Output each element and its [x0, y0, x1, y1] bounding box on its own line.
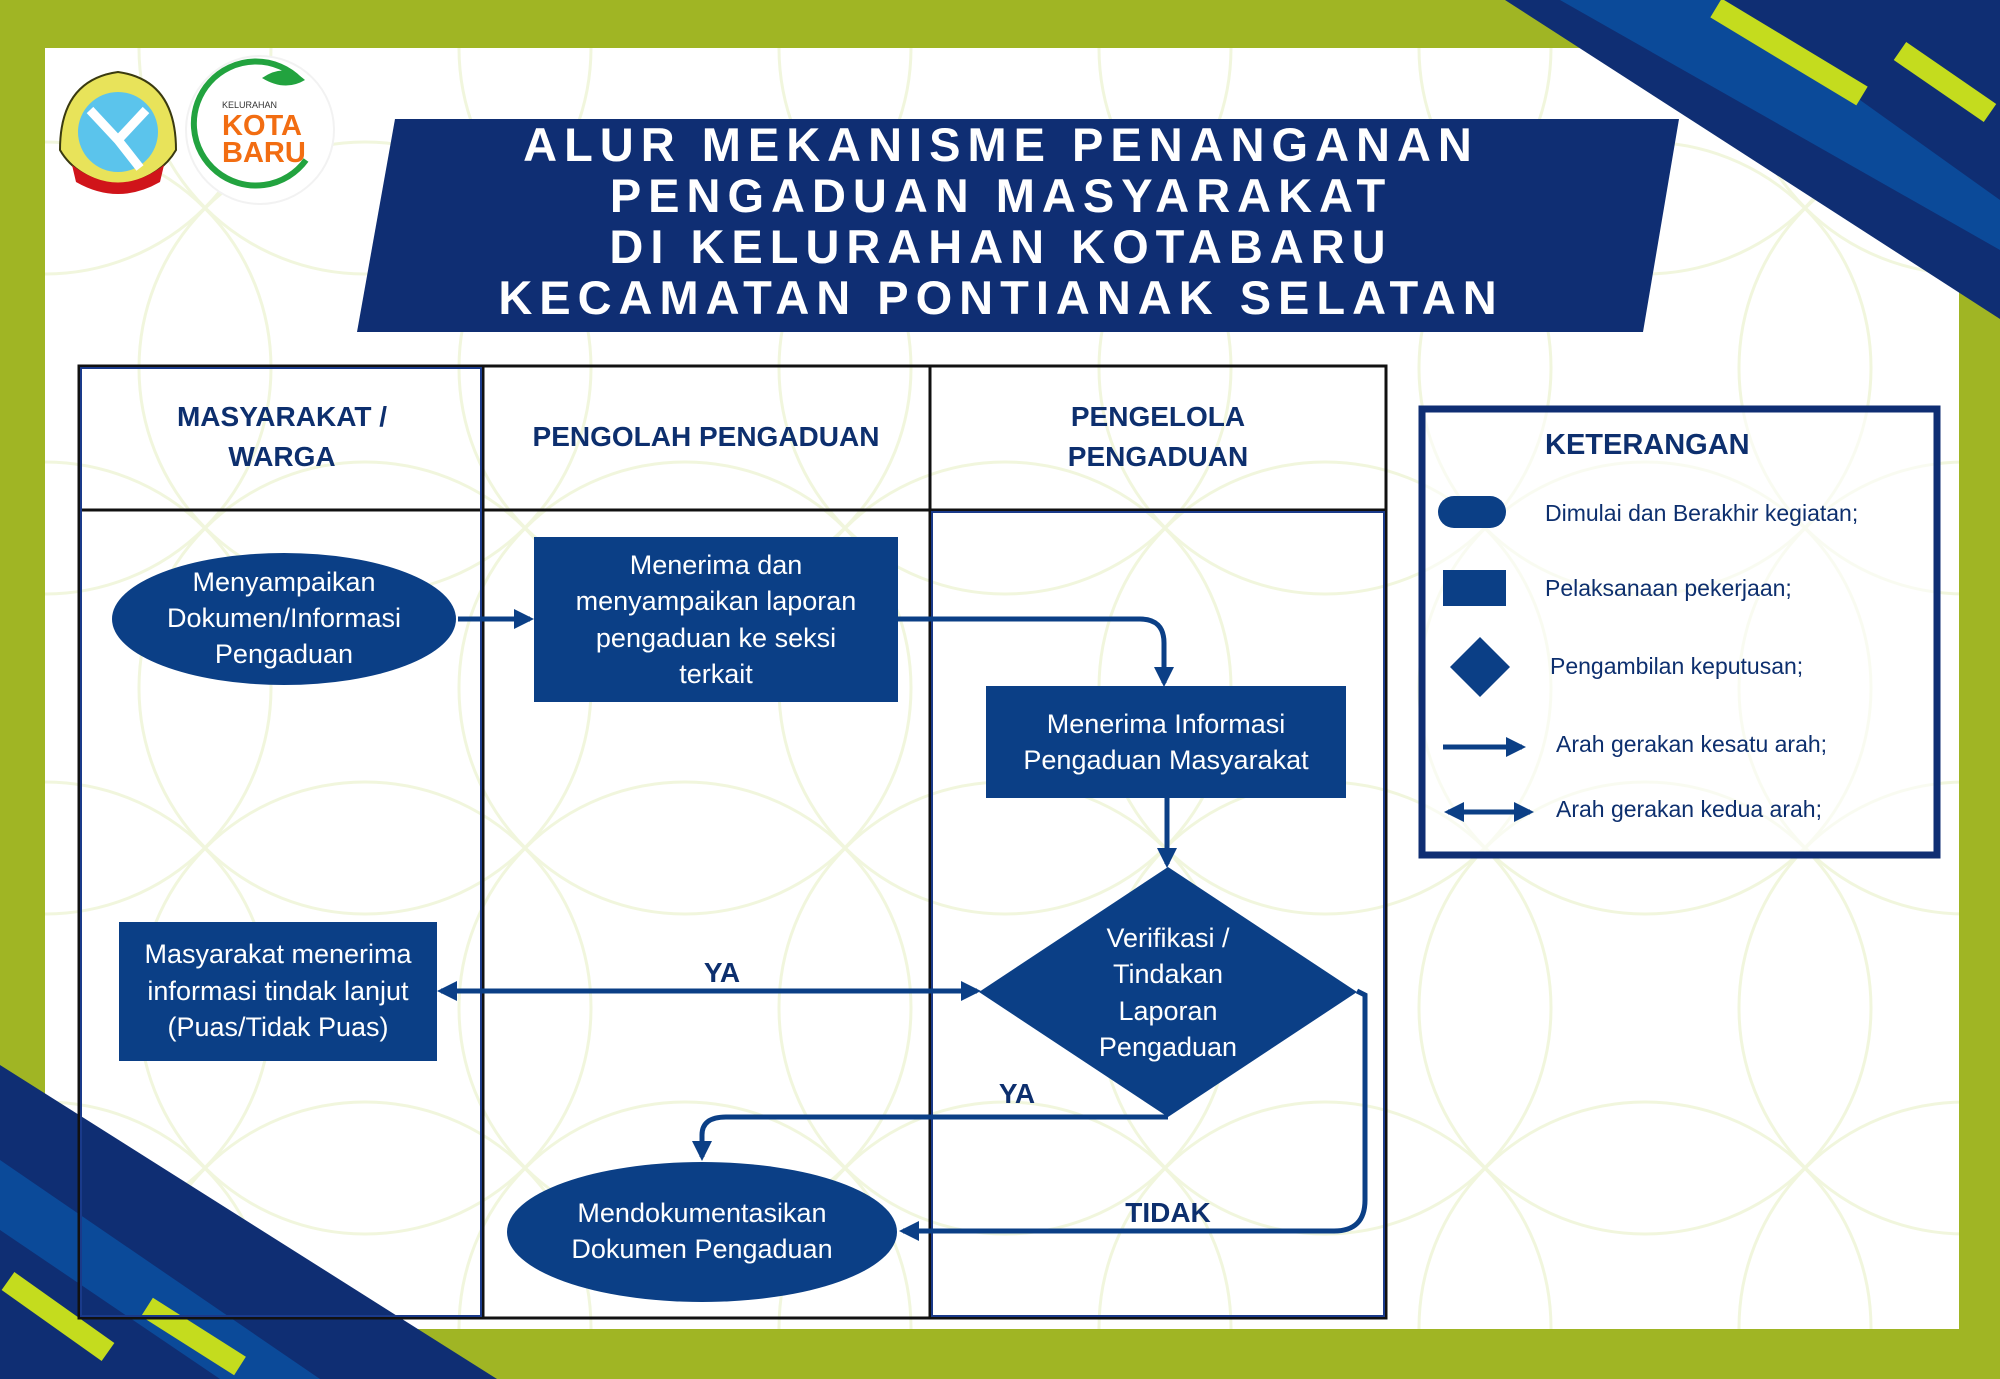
- node-text: Pengaduan: [1099, 1032, 1237, 1062]
- edge-label-ya: YA: [704, 957, 740, 988]
- node-text: pengaduan ke seksi: [596, 623, 836, 653]
- node-text: Menerima Informasi: [1047, 709, 1286, 739]
- legend-label: Arah gerakan kesatu arah;: [1556, 731, 1827, 757]
- node-text: (Puas/Tidak Puas): [167, 1012, 388, 1042]
- kelurahan-kota-baru-logo: KELURAHAN KOTA BARU: [185, 55, 335, 205]
- terminator-shape-icon: [1438, 496, 1506, 528]
- node-citizen-receive: Masyarakat menerima informasi tindak lan…: [119, 922, 437, 1061]
- node-text: Masyarakat menerima: [144, 939, 412, 969]
- process-shape-icon: [1443, 570, 1506, 606]
- title-line: PENGADUAN MASYARAKAT: [610, 169, 1392, 222]
- edge-label-tidak: TIDAK: [1125, 1197, 1211, 1228]
- swimlane-table: [77, 364, 1388, 1320]
- page-title: ALUR MEKANISME PENANGANAN PENGADUAN MASY…: [498, 118, 1503, 324]
- decision-shape-icon: [1450, 637, 1510, 697]
- node-text: Menyampaikan: [192, 567, 375, 597]
- svg-text:KELURAHAN: KELURAHAN: [222, 100, 277, 110]
- lane-header-masyarakat: MASYARAKAT /: [177, 401, 387, 432]
- node-text: terkait: [679, 659, 753, 689]
- legend-label: Pelaksanaan pekerjaan;: [1545, 575, 1792, 601]
- lane-header-pengelola: PENGELOLA: [1071, 401, 1245, 432]
- node-text: Tindakan: [1113, 959, 1223, 989]
- node-text: Mendokumentasikan: [577, 1198, 826, 1228]
- node-text: Pengaduan: [215, 639, 353, 669]
- legend-title: KETERANGAN: [1545, 429, 1750, 461]
- node-text: Menerima dan: [630, 550, 803, 580]
- node-document-end: Mendokumentasikan Dokumen Pengaduan: [507, 1162, 897, 1302]
- lane-header-pengolah: PENGOLAH PENGADUAN: [533, 421, 880, 452]
- legend-label: Arah gerakan kedua arah;: [1556, 796, 1822, 822]
- kota-pontianak-seal-logo: [58, 70, 178, 194]
- node-text: Laporan: [1118, 996, 1217, 1026]
- node-text: Dokumen/Informasi: [167, 603, 401, 633]
- title-line: DI KELURAHAN KOTABARU: [609, 220, 1392, 273]
- arrow-verify-tidak-to-document: [899, 988, 1368, 1241]
- node-receive-forward: Menerima dan menyampaikan laporan pengad…: [534, 537, 898, 702]
- legend-label: Pengambilan keputusan;: [1550, 653, 1803, 679]
- node-text: Verifikasi /: [1106, 923, 1230, 953]
- legend-box: KETERANGAN Dimulai dan Berakhir kegiatan…: [1418, 405, 1941, 859]
- connectors: [437, 609, 1368, 1241]
- node-start: Menyampaikan Dokumen/Informasi Pengaduan: [112, 553, 456, 685]
- title-banner: [357, 119, 1679, 332]
- title-line: KECAMATAN PONTIANAK SELATAN: [498, 271, 1503, 324]
- svg-text:BARU: BARU: [222, 137, 306, 169]
- title-line: ALUR MEKANISME PENANGANAN: [523, 118, 1479, 171]
- arrow-verify-ya-to-document: [692, 1114, 1168, 1161]
- lane-header-masyarakat: WARGA: [228, 441, 335, 472]
- node-text: Pengaduan Masyarakat: [1023, 745, 1309, 775]
- svg-text:KOTA: KOTA: [222, 110, 302, 142]
- lane-header-pengelola: PENGADUAN: [1068, 441, 1248, 472]
- top-right-decoration: [1505, 0, 2000, 319]
- node-text: Dokumen Pengaduan: [571, 1234, 832, 1264]
- node-receive-info: Menerima Informasi Pengaduan Masyarakat: [986, 686, 1346, 798]
- legend-label: Dimulai dan Berakhir kegiatan;: [1545, 500, 1858, 526]
- edge-label-ya: YA: [999, 1078, 1035, 1109]
- arrow-forward-to-receive: [898, 616, 1174, 687]
- node-text: menyampaikan laporan: [576, 586, 857, 616]
- node-text: informasi tindak lanjut: [147, 976, 409, 1006]
- node-verify-decision: Verifikasi / Tindakan Laporan Pengaduan: [979, 867, 1357, 1117]
